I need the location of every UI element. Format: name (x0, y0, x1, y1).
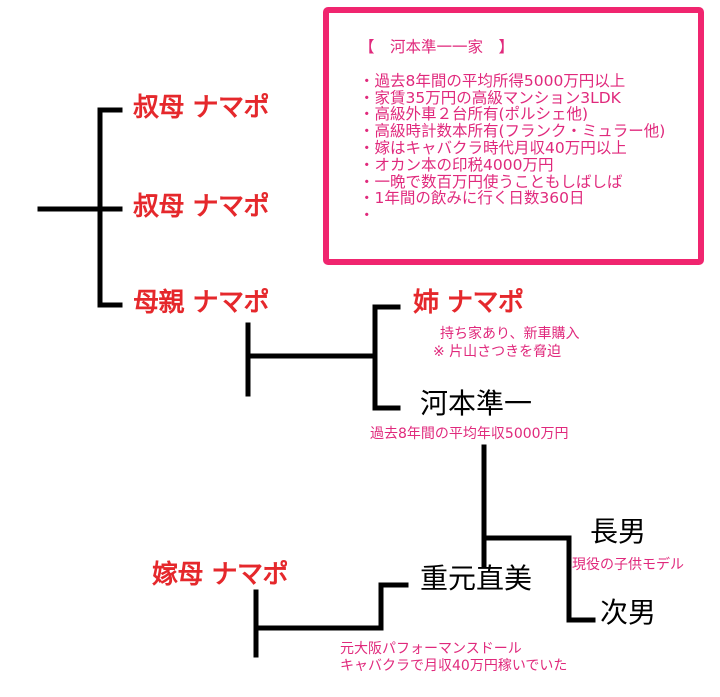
info-box: 【 河本準一一家 】 ・過去8年間の平均所得5000万円以上 ・家賃35万円の高… (323, 7, 704, 265)
person-kawamoto: 河本準一 (420, 387, 533, 420)
info-item-income: ・過去8年間の平均所得5000万円以上 (359, 71, 626, 90)
note-wife-line1: 元大阪パフォーマンスドール (340, 641, 522, 657)
info-item-empty: ・ (359, 206, 375, 225)
info-item-drinking: ・1年間の飲みに行く日数360日 (359, 189, 585, 208)
note-wife-line2: キャバクラで月収40万円稼いでいた (340, 658, 568, 674)
person-sister: 姉 ナマポ (413, 288, 524, 318)
info-item-royalties: ・オカン本の印税4000万円 (359, 155, 554, 174)
note-sister-line1: 持ち家あり、新車購入 (440, 326, 580, 342)
person-mother: 母親 ナマポ (133, 288, 270, 318)
person-wife: 重元直美 (420, 562, 533, 595)
info-item-watches: ・高級時計数本所有(フランク・ミュラー他) (359, 122, 666, 141)
note-kawamoto-income: 過去8年間の平均年収5000万円 (370, 426, 569, 442)
person-aunt-1: 叔母 ナマポ (133, 93, 270, 123)
person-son-2: 次男 (600, 596, 657, 629)
info-item-wife-income: ・嫁はキャバクラ時代月収40万円以上 (359, 138, 627, 157)
info-item-spending: ・一晩で数百万円使うこともしばしば (359, 172, 623, 191)
note-sister-line2: ※ 片山さつきを脅迫 (433, 344, 562, 360)
person-aunt-2: 叔母 ナマポ (133, 192, 270, 222)
person-wife-mother: 嫁母 ナマポ (152, 560, 289, 590)
note-son1: 現役の子供モデル (572, 557, 684, 573)
info-item-rent: ・家賃35万円の高級マンション3LDK (359, 88, 621, 107)
person-son-1: 長男 (590, 515, 647, 548)
info-box-title: 【 河本準一一家 】 (359, 38, 515, 56)
info-item-cars: ・高級外車２台所有(ポルシェ他) (359, 105, 589, 124)
